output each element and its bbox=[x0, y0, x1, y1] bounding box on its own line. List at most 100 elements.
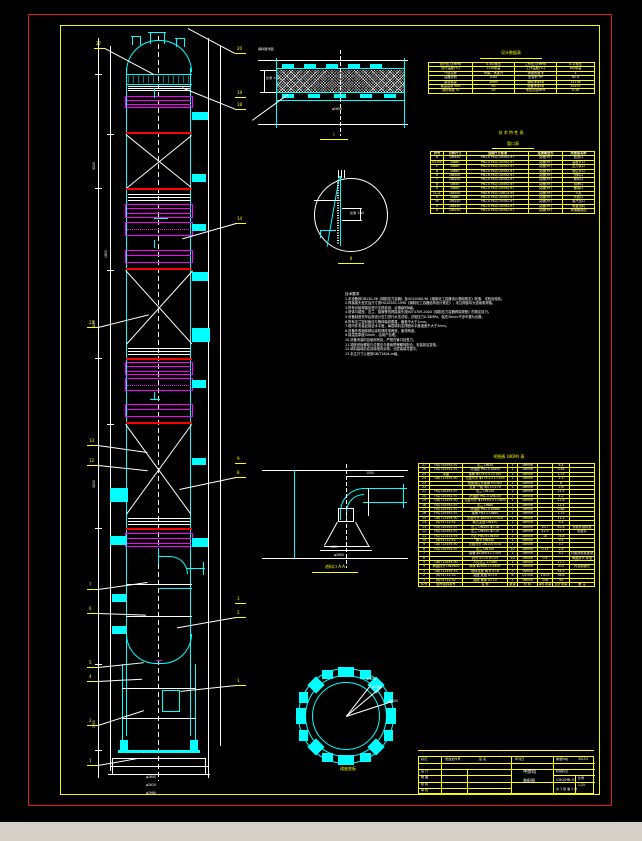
bom-header-row: 件号图号或标准号名 称数量材 料单件重量总计重量备 注 bbox=[418, 581, 595, 588]
table-header-cell: 件号 bbox=[418, 581, 430, 588]
main-elevation-view[interactable]: 3000 3000 3000 1800 2200 φ2600 φ2620 φ29… bbox=[62, 28, 252, 798]
table-header-cell: 名 称 bbox=[462, 581, 508, 588]
table-cell: 补强圈 PN1.0 DN150 bbox=[462, 493, 508, 500]
revision-col-3: 签 名 bbox=[479, 757, 487, 761]
page-background-strip bbox=[0, 822, 642, 841]
base-dim-bolt-circle: φ2840 bbox=[366, 677, 376, 681]
note-line-4: 4.塔体与裙座、法兰、接管等的焊接接头按JB/T4709-2000《钢制压力容器… bbox=[345, 310, 492, 315]
design-data-row[interactable]: 设计温度(℃)110/常温工作温度(℃)80/常温 bbox=[428, 66, 595, 72]
table-cell: 接管 φ108×4 L=300 bbox=[462, 551, 508, 557]
note-line-7: 7.塔内件安装应保证水平度，每层填料支撑圈水平度误差不大于3mm。 bbox=[345, 324, 449, 329]
table-cell: 62.4 bbox=[556, 75, 595, 81]
balloon-r-2b: 2 bbox=[237, 610, 240, 615]
base-ring-plan-view[interactable]: φ2840 φ2960 φ2620 裙座底板 bbox=[292, 662, 404, 774]
dim-base-od: φ2960 bbox=[146, 791, 156, 795]
balloon-r-1: 1 bbox=[237, 678, 240, 683]
packing-detail-view[interactable]: 比例 1:10 填料层详图 φ2600 I bbox=[252, 46, 408, 141]
drawing-subtitle: 装配图 bbox=[523, 778, 535, 783]
balloon-1: 1 bbox=[89, 758, 92, 763]
detail-circle-view[interactable]: 比例 1:10 II bbox=[312, 168, 412, 276]
table-cell: 塔釜液位计接管 H=500 bbox=[462, 480, 508, 487]
table-cell: 仪表口 bbox=[562, 195, 595, 201]
side-nozzle-top bbox=[192, 112, 208, 120]
balloon-r-8: 8 bbox=[237, 470, 240, 475]
base-plan-label: 裙座底板 bbox=[340, 766, 356, 771]
table-cell: HG/T20592-97 bbox=[429, 524, 463, 531]
sheet-label: 共 1 张 第 1 张 bbox=[556, 787, 578, 791]
nozzle-table-title: 管口表 bbox=[507, 141, 519, 146]
nozzle-detail-view[interactable]: 1500 1600 φ2600 进料口 A-A bbox=[262, 460, 412, 580]
table-cell: 排净口 bbox=[562, 181, 595, 188]
nozzle-dim-shell: φ2600 bbox=[334, 553, 344, 557]
table-header-cell: 总计重量 bbox=[552, 581, 570, 588]
table-cell: 无缝弯头 DN100 B=8 bbox=[462, 542, 508, 548]
packing-detail-dn: φ2600 bbox=[332, 107, 342, 111]
table-cell: 压力表口 bbox=[562, 164, 595, 170]
table-cell: HG/T20592-97 bbox=[429, 529, 463, 535]
note-line-1: 1.本设备按GB150-98《钢制压力容器》及HG20580-98《钢制化工容器… bbox=[345, 296, 505, 301]
table-cell: PN1.0 HG/T20592-97 bbox=[466, 208, 529, 214]
drawing-outer-border bbox=[28, 14, 612, 806]
cad-canvas[interactable]: 3000 3000 3000 1800 2200 φ2600 φ2620 φ29… bbox=[0, 0, 642, 822]
nozzle-dim-len: 1500 bbox=[366, 471, 374, 475]
manhole-lower bbox=[110, 488, 128, 502]
revision-columns: 标记 bbox=[421, 757, 428, 761]
table-cell: b1-b4 bbox=[430, 159, 444, 166]
table-cell: 椭圆封头 DN2600 bbox=[429, 564, 463, 570]
note-line-9: 9.保温层厚度50mm，由用户自理。 bbox=[345, 333, 399, 338]
table-cell: 塔釜出料 bbox=[562, 203, 595, 210]
base-dim-inner: φ2620 bbox=[388, 699, 398, 703]
nozzle-detail-label: 进料口 A-A bbox=[324, 564, 345, 569]
table-cell: 20 bbox=[472, 88, 515, 94]
balloon-4: 4 bbox=[89, 674, 92, 679]
design-data-row[interactable]: 设计压力(MPa)0.30/常压工作压力(MPa)0.1/常压 bbox=[428, 61, 595, 68]
liquid-distributor-8 bbox=[125, 533, 193, 547]
balloon-7: 7 bbox=[89, 582, 92, 587]
table-cell: 30153 bbox=[556, 83, 595, 90]
note-line-10: 10.设备吊装时应使用吊耳，严禁在管口处受力。 bbox=[345, 337, 417, 342]
table-cell: 无缝弯头 φ159×4.5 L=600 bbox=[462, 498, 508, 504]
table-cell: HG/T20592-97 bbox=[429, 511, 463, 517]
title-block[interactable]: 设 计 制 图 校 核 审 核 甲醇塔 装配图 CHG/HB-03 阶段标记 共… bbox=[418, 756, 595, 794]
design-data-table[interactable]: 设计数据表 设计压力(MPa)0.30/常压工作压力(MPa)0.1/常压设计温… bbox=[428, 50, 595, 140]
title-role-design: 设 计 bbox=[421, 769, 429, 773]
packing-support-ring bbox=[126, 132, 192, 134]
top-head bbox=[126, 40, 192, 72]
